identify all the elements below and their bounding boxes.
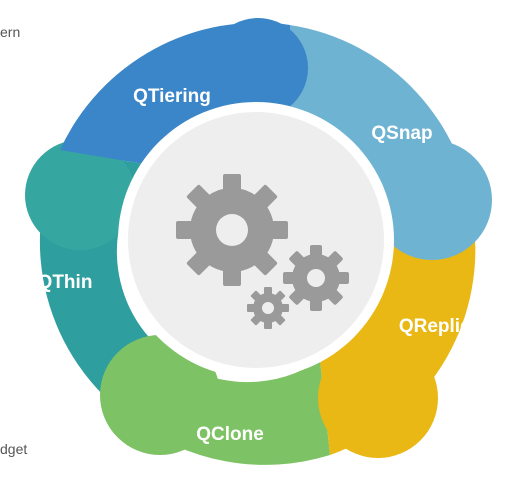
label-qreplica: QReplica [399,316,482,337]
edge-text-bottom: dget [0,441,28,457]
segment-qthin-cap [25,140,135,250]
label-qclone: QClone [196,424,264,445]
gears-icon [176,174,349,329]
edge-text-top: ern [0,24,21,40]
label-qsnap: QSnap [371,123,432,144]
segment-qclone-cap [100,335,220,455]
segment-qreplica-cap [318,338,438,458]
label-qthin: QThin [38,272,93,293]
segment-qtiering-cap [208,18,308,118]
segment-qsnap-cap [372,140,492,260]
label-qtiering: QTiering [133,86,211,107]
